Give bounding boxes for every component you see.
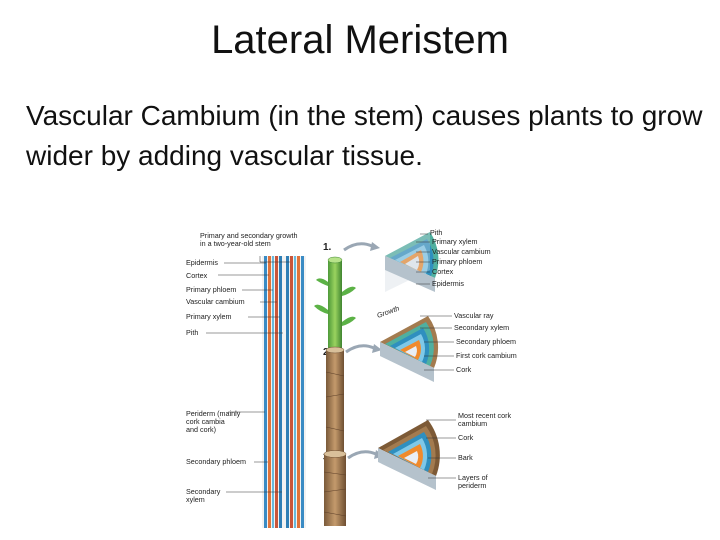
label-cortex-right: Cortex [432, 267, 454, 276]
label-most-recent-cork-line1: Most recent cork [458, 411, 512, 420]
label-pith-right: Pith [430, 228, 442, 237]
label-pith-left: Pith [186, 328, 198, 337]
label-epidermis-left: Epidermis [186, 258, 218, 267]
stem-growth-diagram: 1. 2. 3. [186, 228, 517, 528]
label-first-cork-cambium: First cork cambium [456, 351, 517, 360]
label-vascular-cambium-right: Vascular cambium [432, 247, 491, 256]
label-layers-of-periderm-line2: periderm [458, 481, 486, 490]
label-periderm-line3: and cork) [186, 425, 216, 434]
label-bark: Bark [458, 453, 473, 462]
label-primary-phloem-left: Primary phloem [186, 285, 236, 294]
label-primary-xylem-left: Primary xylem [186, 312, 232, 321]
label-secondary-phloem-right: Secondary phloem [456, 337, 516, 346]
label-primary-phloem-right: Primary phloem [432, 257, 482, 266]
label-primary-secondary-growth: Primary and secondary growth [200, 231, 297, 240]
label-primary-xylem-right: Primary xylem [432, 237, 478, 246]
label-cortex-left: Cortex [186, 271, 208, 280]
stage-arrows [343, 242, 377, 460]
cross-section-1 [385, 232, 439, 292]
young-green-stem [314, 256, 356, 350]
label-vascular-cambium-left: Vascular cambium [186, 297, 245, 306]
growth-label: Growth [376, 303, 401, 319]
label-two-year-old-stem: in a two-year-old stem [200, 239, 271, 248]
slide-title: Lateral Meristem [211, 18, 509, 62]
label-secondary-xylem-line2: xylem [186, 495, 205, 504]
label-cork-stage2: Cork [456, 365, 472, 374]
older-bark-stem [323, 450, 347, 526]
cross-section-3 [378, 420, 440, 490]
label-secondary-xylem-line1: Secondary [186, 487, 221, 496]
label-secondary-xylem-right: Secondary xylem [454, 323, 509, 332]
cross-section-2 [380, 316, 439, 382]
label-secondary-phloem-left: Secondary phloem [186, 457, 246, 466]
label-epidermis-right: Epidermis [432, 279, 464, 288]
second-year-bark-stem [325, 346, 345, 454]
label-periderm-line2: cork cambia [186, 417, 225, 426]
stage-number-1: 1. [323, 242, 332, 253]
right-leader-lines [416, 233, 456, 479]
left-leader-lines [206, 256, 290, 493]
slide-body-text: Vascular Cambium (in the stem) causes pl… [26, 100, 703, 171]
label-most-recent-cork-line2: cambium [458, 419, 487, 428]
label-layers-of-periderm-line1: Layers of [458, 473, 488, 482]
label-vascular-ray: Vascular ray [454, 311, 494, 320]
label-cork-stage3: Cork [458, 433, 474, 442]
longitudinal-stem-section [262, 256, 306, 528]
label-periderm-line1: Periderm (mainly [186, 409, 241, 418]
